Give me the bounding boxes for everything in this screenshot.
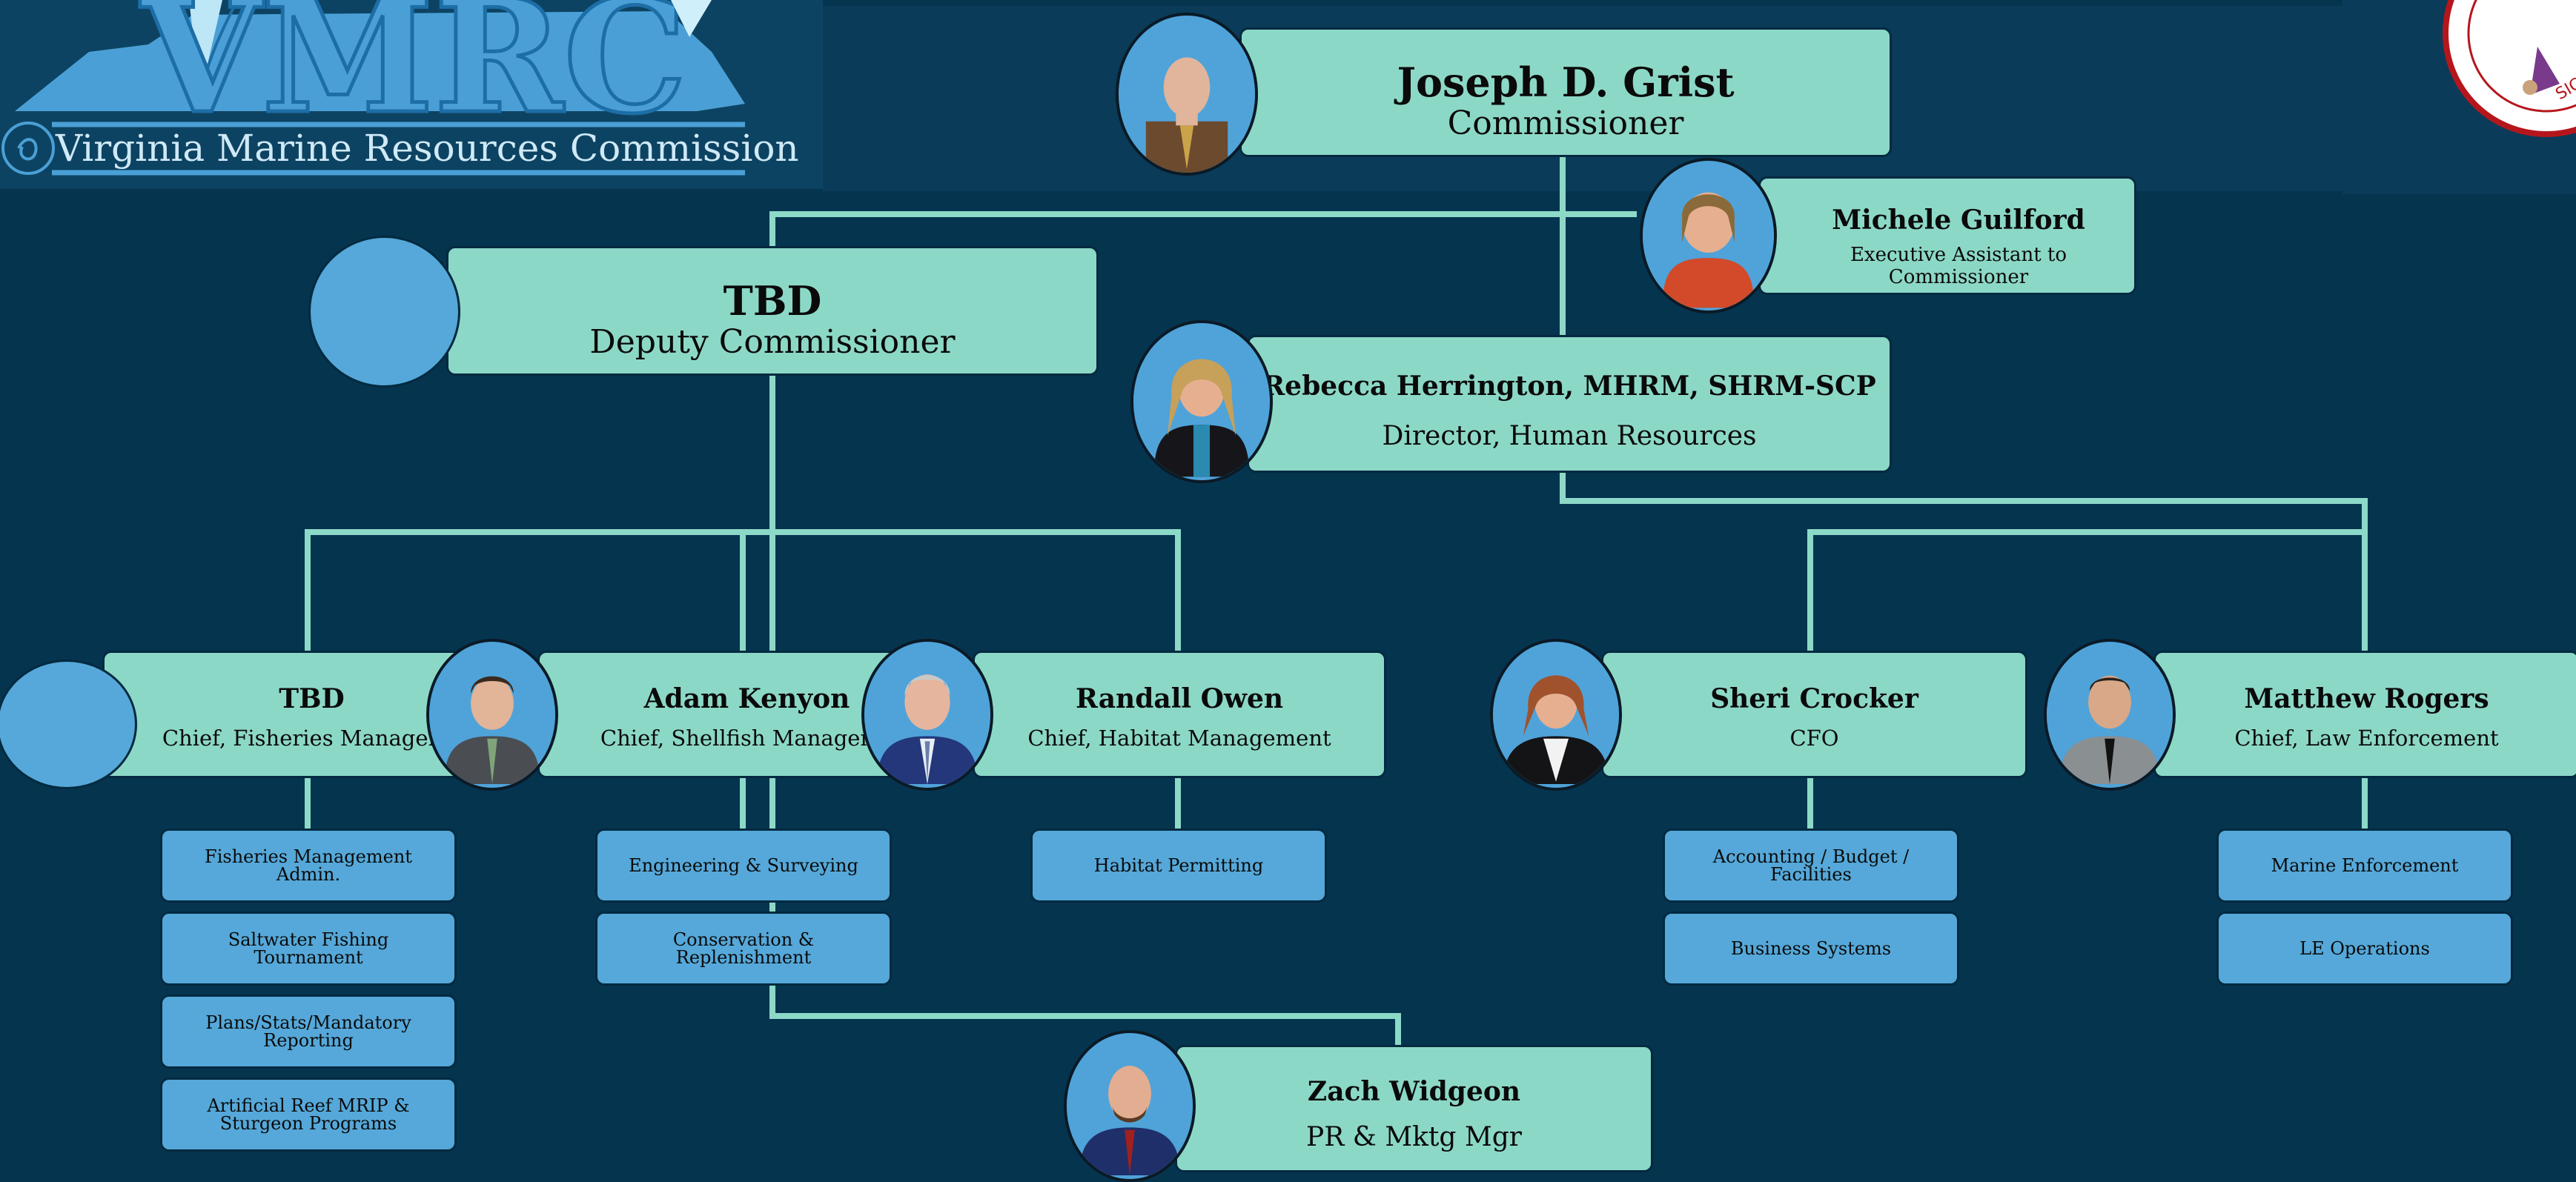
- hr-photo: [1130, 320, 1273, 483]
- exec-assistant-title: Executive Assistant to Commissioner: [1783, 244, 2134, 288]
- habitat-chief-photo: [861, 639, 993, 791]
- hr-card: Rebecca Herrington, MHRM, SHRM-SCP Direc…: [1247, 335, 1892, 473]
- commissioner-card: Joseph D. Grist Commissioner: [1239, 27, 1892, 157]
- deputy-title: Deputy Commissioner: [448, 322, 1096, 362]
- deputy-photo-placeholder: [308, 236, 460, 388]
- seal-motto: SIC SEMPER: [2553, 39, 2576, 104]
- connector: [1175, 529, 1181, 655]
- pr-title: PR & Mktg Mgr: [1177, 1123, 1651, 1152]
- connector: [740, 774, 746, 830]
- habitat-chief-title: Chief, Habitat Management: [975, 726, 1384, 751]
- law-chief-title: Chief, Law Enforcement: [2156, 726, 2576, 751]
- connector: [305, 529, 311, 655]
- unit-box: Engineering & Surveying: [595, 829, 892, 903]
- unit-box: Conservation & Replenishment: [595, 912, 892, 986]
- logo-name: Virginia Marine Resources Commission: [56, 126, 752, 170]
- cfo-name: Sheri Crocker: [1603, 684, 2025, 714]
- connector: [769, 1013, 1401, 1019]
- habitat-chief-name: Randall Owen: [975, 684, 1384, 714]
- connector: [1175, 774, 1181, 830]
- connector: [1560, 498, 2368, 504]
- deputy-card: TBD Deputy Commissioner: [446, 246, 1099, 376]
- pr-name: Zach Widgeon: [1177, 1077, 1651, 1106]
- connector: [1560, 152, 1566, 337]
- unit-box: Accounting / Budget / Facilities: [1663, 829, 1959, 903]
- unit-box: Fisheries Management Admin.: [160, 829, 457, 903]
- connector: [1395, 1013, 1401, 1046]
- cfo-photo: [1490, 639, 1622, 791]
- pr-photo: [1064, 1030, 1196, 1182]
- hr-name: Rebecca Herrington, MHRM, SHRM-SCP: [1249, 371, 1890, 401]
- law-chief-card: Matthew Rogers Chief, Law Enforcement: [2153, 651, 2576, 778]
- connector: [740, 529, 746, 655]
- connector: [2362, 498, 2368, 655]
- connector: [1807, 529, 2368, 535]
- connector: [305, 774, 311, 830]
- unit-box: Saltwater Fishing Tournament: [160, 912, 457, 986]
- habitat-chief-card: Randall Owen Chief, Habitat Management: [973, 651, 1386, 778]
- law-chief-name: Matthew Rogers: [2156, 684, 2576, 714]
- exec-assistant-card: Michele Guilford Executive Assistant to …: [1758, 176, 2136, 295]
- unit-box: Artificial Reef MRIP & Sturgeon Programs: [160, 1078, 457, 1152]
- unit-box: Plans/Stats/Mandatory Reporting: [160, 995, 457, 1069]
- fisheries-photo-placeholder: [0, 660, 137, 789]
- hr-title: Director, Human Resources: [1249, 422, 1890, 451]
- connector: [1807, 529, 1813, 655]
- deputy-name: TBD: [448, 279, 1096, 322]
- pr-card: Zach Widgeon PR & Mktg Mgr: [1175, 1045, 1653, 1172]
- cfo-title: CFO: [1603, 726, 2025, 751]
- shellfish-chief-photo: [426, 639, 558, 791]
- exec-assistant-name: Michele Guilford: [1783, 205, 2134, 235]
- unit-box: Marine Enforcement: [2216, 829, 2513, 903]
- unit-box: Business Systems: [1663, 912, 1959, 986]
- law-chief-photo: [2044, 639, 2176, 791]
- commissioner-title: Commissioner: [1242, 104, 1890, 144]
- connector: [1807, 774, 1813, 830]
- cfo-card: Sheri Crocker CFO: [1601, 651, 2027, 778]
- exec-assistant-photo: [1640, 158, 1777, 313]
- commissioner-photo: [1116, 13, 1258, 176]
- connector: [2362, 774, 2368, 830]
- connector: [769, 211, 1637, 217]
- unit-box: Habitat Permitting: [1030, 829, 1327, 903]
- unit-box: LE Operations: [2216, 912, 2513, 986]
- commissioner-name: Joseph D. Grist: [1242, 61, 1890, 104]
